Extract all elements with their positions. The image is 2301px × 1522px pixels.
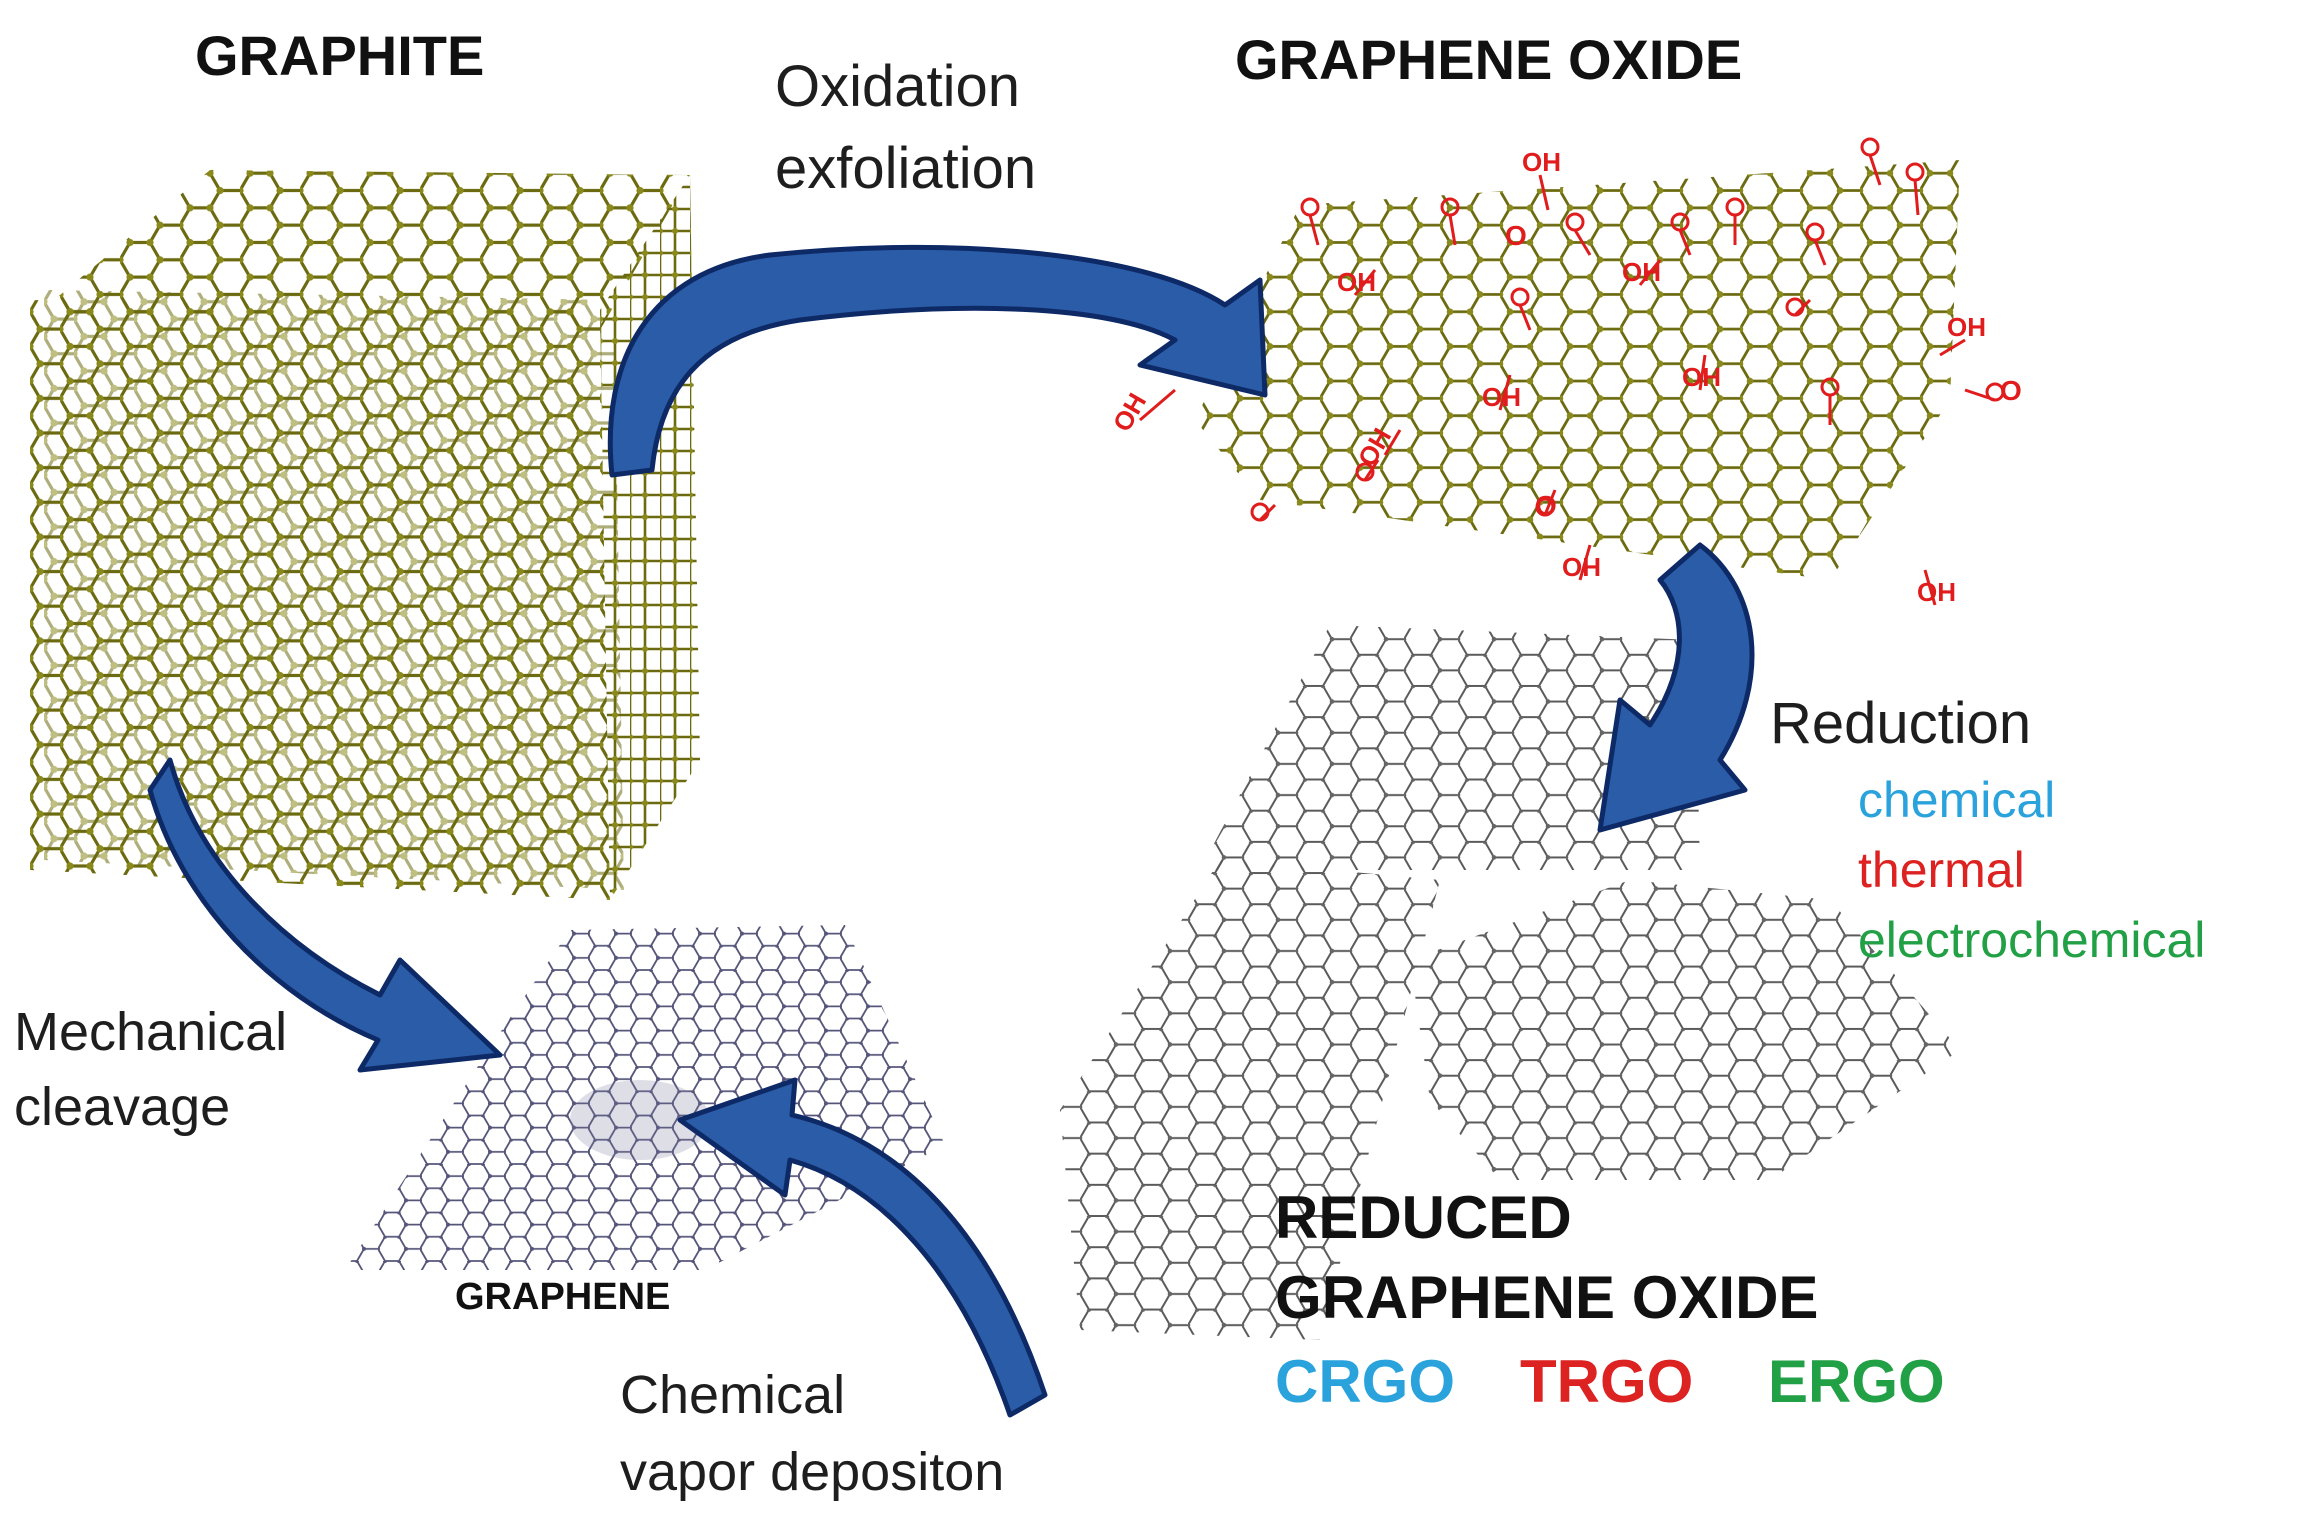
oxygen-atom bbox=[1510, 287, 1530, 307]
oxygen-bond bbox=[1518, 304, 1532, 331]
hydroxyl-bond bbox=[1939, 338, 1966, 357]
hydroxyl-bond bbox=[1578, 544, 1592, 581]
oxygen-bond bbox=[1678, 229, 1692, 256]
oxygen-atom bbox=[1805, 222, 1825, 242]
oxygen-bond bbox=[1308, 214, 1320, 246]
oxygen-bond bbox=[1573, 229, 1592, 256]
oxygen-bond bbox=[1813, 239, 1827, 266]
hydroxyl-group-label: OH bbox=[1622, 257, 1661, 287]
graphite-label: GRAPHITE bbox=[195, 24, 485, 87]
reduced-graphene-oxide-sheets bbox=[1060, 625, 1960, 1340]
oxygen-atom bbox=[1785, 297, 1805, 317]
graphene-sheet bbox=[345, 925, 945, 1270]
oxygen-atom bbox=[1670, 212, 1690, 232]
oxygen-atom bbox=[1250, 502, 1270, 522]
graphene-oxide-label: GRAPHENE OXIDE bbox=[1235, 28, 1743, 91]
carbonyl-oxygen-label: O bbox=[1535, 490, 1557, 521]
hydroxyl-bond bbox=[1383, 429, 1402, 456]
oxygen-bond bbox=[1868, 154, 1882, 186]
oxygen-atom bbox=[1440, 197, 1460, 217]
oxygen-atom bbox=[1535, 497, 1555, 517]
oxygen-atom bbox=[1860, 137, 1880, 157]
hydroxyl-bond bbox=[1698, 354, 1707, 391]
hydroxyl-group-label: OH bbox=[1682, 362, 1721, 392]
crgo-label: CRGO bbox=[1275, 1348, 1455, 1415]
hydroxyl-bond bbox=[1353, 269, 1377, 296]
trgo-label: TRGO bbox=[1520, 1348, 1694, 1415]
hydroxyl-group-label: OH bbox=[1337, 267, 1376, 297]
hydroxyl-group-label: OH bbox=[1107, 388, 1152, 437]
arrow-oxidation bbox=[607, 244, 1268, 478]
oxygen-atom bbox=[1725, 197, 1745, 217]
arrow-cvd bbox=[677, 1077, 1048, 1418]
oxidation-label-line2: exfoliation bbox=[775, 136, 1037, 201]
ergo-label: ERGO bbox=[1768, 1348, 1945, 1415]
mechanical-label-line1: Mechanical bbox=[14, 1002, 288, 1062]
arrow-reduction bbox=[1597, 542, 1755, 833]
oxygen-bond bbox=[1913, 179, 1920, 216]
graphite-stack bbox=[30, 170, 700, 900]
hydroxyl-group-label: OH bbox=[1917, 577, 1956, 607]
hydroxyl-group-label: OH bbox=[1947, 312, 1986, 342]
hydroxyl-group-label: OH bbox=[1522, 147, 1561, 177]
oxidation-label-line1: Oxidation bbox=[775, 54, 1021, 119]
carbonyl-oxygen-label: O bbox=[1505, 220, 1527, 251]
cvd-label-line1: Chemical bbox=[620, 1365, 846, 1425]
hydroxyl-bond bbox=[1498, 374, 1512, 411]
hydroxyl-bond bbox=[1139, 388, 1176, 422]
reduction-label: Reduction bbox=[1770, 691, 2032, 756]
oxygen-atom bbox=[1565, 212, 1585, 232]
mechanical-label-line2: cleavage bbox=[14, 1077, 231, 1137]
hydroxyl-bond bbox=[1923, 569, 1937, 606]
oxygen-atom bbox=[1300, 197, 1320, 217]
reduction-chemical-label: chemical bbox=[1858, 772, 2056, 828]
rgo-label-line1: REDUCED bbox=[1275, 1184, 1572, 1251]
cvd-label-line2: vapor depositon bbox=[620, 1442, 1005, 1502]
reduction-electrochemical-label: electrochemical bbox=[1858, 912, 2206, 968]
carbonyl-oxygen-label: O bbox=[2000, 375, 2022, 406]
oxygen-atom bbox=[1820, 377, 1840, 397]
hydroxyl-bond bbox=[1638, 259, 1662, 286]
rgo-label-line2: GRAPHENE OXIDE bbox=[1275, 1264, 1819, 1331]
oxygen-atom bbox=[1985, 382, 2005, 402]
oxygen-bond bbox=[1448, 214, 1457, 246]
oxygen-atom bbox=[1905, 162, 1925, 182]
hydroxyl-group-label: OH bbox=[1482, 382, 1521, 412]
hydroxyl-bond bbox=[1538, 174, 1550, 211]
graphene-label: GRAPHENE bbox=[455, 1276, 671, 1318]
hydroxyl-group-label: OH bbox=[1562, 552, 1601, 582]
oxygen-atom bbox=[1355, 462, 1375, 482]
reduction-thermal-label: thermal bbox=[1858, 842, 2025, 898]
arrow-mechanical-cleavage bbox=[147, 757, 503, 1073]
